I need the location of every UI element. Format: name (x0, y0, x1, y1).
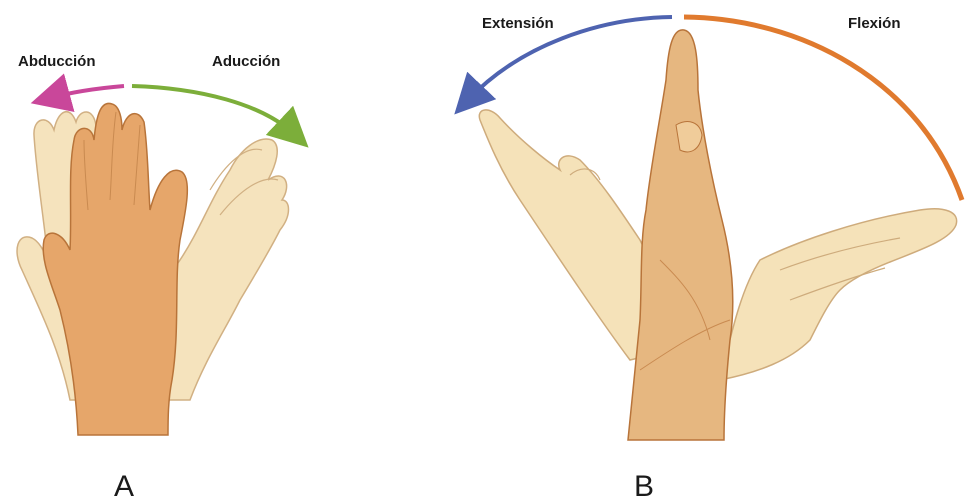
panel-b: Extensión Flexión B (468, 15, 962, 501)
abduction-label: Abducción (18, 53, 96, 70)
ghost-hand-flexion (720, 209, 957, 380)
main-hand-b (628, 30, 733, 440)
panel-a: Abducción Aducción A (17, 53, 294, 501)
panel-b-letter: B (634, 470, 654, 501)
adduction-label: Aducción (212, 53, 280, 70)
flexion-arrow (684, 17, 962, 200)
flexion-label: Flexión (848, 15, 901, 32)
adduction-arrow (132, 86, 294, 134)
extension-label: Extensión (482, 15, 554, 32)
abduction-arrow (50, 86, 124, 98)
panel-a-letter: A (114, 470, 134, 501)
